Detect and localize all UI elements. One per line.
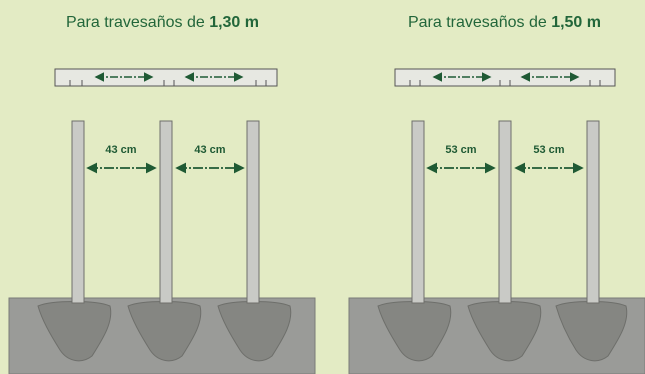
panel-title-left: Para travesaños de 1,30 m bbox=[20, 11, 305, 35]
panel-title-right: Para travesaños de 1,50 m bbox=[362, 11, 645, 35]
spacing-label: 53 cm bbox=[533, 144, 565, 156]
posts bbox=[411, 120, 600, 304]
concrete-base bbox=[348, 297, 645, 374]
posts bbox=[71, 120, 260, 304]
traverse-rail bbox=[54, 68, 278, 87]
left-panel bbox=[8, 68, 316, 374]
panel-title-length: 1,30 m bbox=[209, 14, 259, 31]
traverse-rail bbox=[394, 68, 616, 87]
spacing-label: 43 cm bbox=[105, 144, 137, 156]
spacing-label: 53 cm bbox=[445, 144, 477, 156]
concrete-base bbox=[8, 297, 316, 374]
panel-title-length: 1,50 m bbox=[551, 14, 601, 31]
panel-title-prefix: Para travesaños de bbox=[407, 14, 552, 31]
right-panel bbox=[348, 68, 645, 374]
spacing-label: 43 cm bbox=[194, 144, 226, 156]
panel-title-prefix: Para travesaños de bbox=[65, 14, 210, 31]
